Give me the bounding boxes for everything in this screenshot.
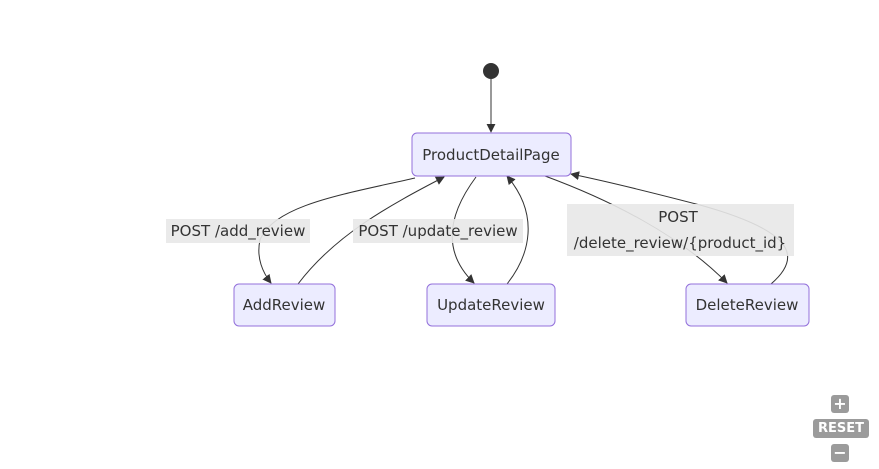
edge-label-delete-review-line2: /delete_review/{product_id} (574, 234, 786, 253)
edge-label-update-review-text: POST /update_review (358, 222, 517, 241)
edge-label-update-review: POST /update_review (353, 219, 523, 243)
state-productdetailpage: ProductDetailPage (411, 132, 572, 177)
state-deletereview-label: DeleteReview (696, 296, 799, 314)
state-addreview-label: AddReview (243, 296, 326, 314)
state-updatereview-label: UpdateReview (437, 296, 545, 314)
edge-label-add-review: POST /add_review (166, 219, 310, 243)
edge-label-delete-review: POST /delete_review/{product_id} (567, 204, 794, 256)
edge-updatereview-to-productdetailpage (506, 175, 529, 285)
state-updatereview: UpdateReview (426, 283, 556, 327)
reset-zoom-button[interactable]: RESET (813, 419, 869, 438)
state-productdetailpage-label: ProductDetailPage (422, 146, 559, 164)
state-deletereview: DeleteReview (685, 283, 810, 327)
state-addreview: AddReview (233, 283, 336, 327)
edge-label-add-review-text: POST /add_review (171, 222, 306, 241)
edge-label-delete-review-line1: POST (658, 208, 698, 226)
zoom-in-button[interactable]: + (831, 395, 849, 413)
start-state (483, 63, 499, 79)
zoom-out-button[interactable]: − (831, 444, 849, 462)
